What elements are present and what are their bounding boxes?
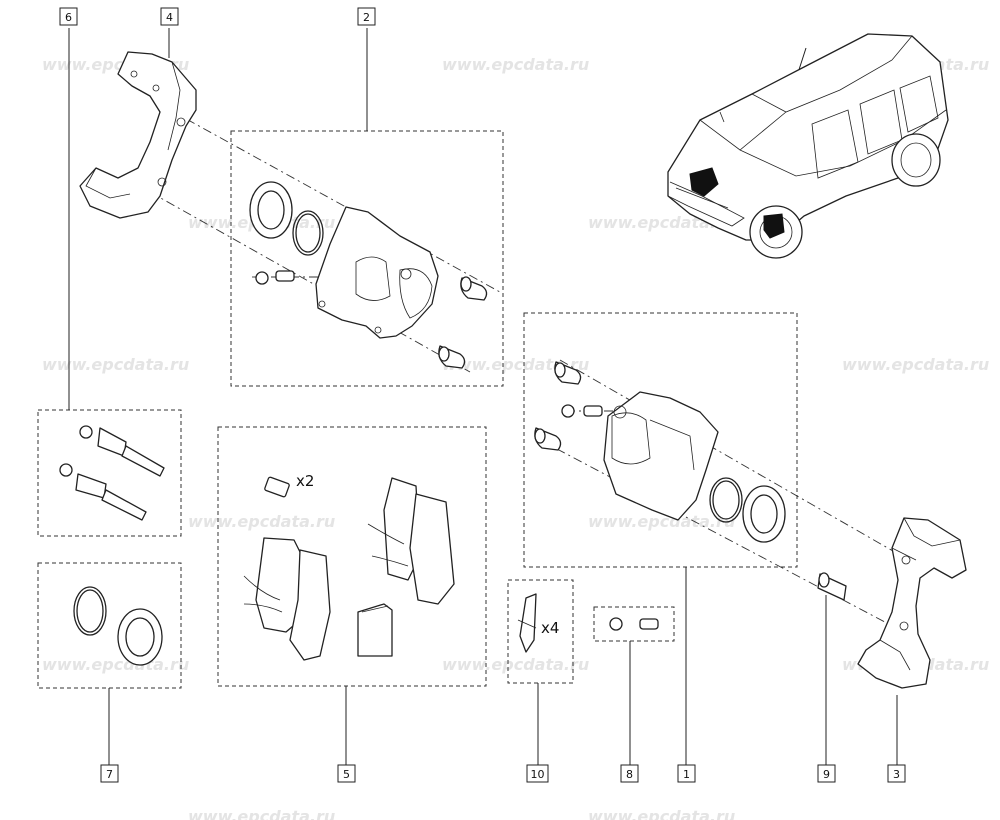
callout-number: 1 — [683, 768, 690, 781]
callout-box — [59, 7, 78, 26]
watermark: www.epcdata.ru — [588, 512, 735, 531]
bleeder-valve-kit — [609, 617, 659, 631]
callout-number: 3 — [893, 768, 900, 781]
watermark: www.epcdata.ru — [442, 355, 589, 374]
clip-quantity-label: x4 — [541, 619, 559, 637]
callout-number: 6 — [65, 11, 72, 24]
caliper-bracket-right — [857, 517, 967, 689]
watermark: www.epcdata.ru — [42, 655, 189, 674]
watermark: www.epcdata.ru — [442, 55, 589, 74]
caliper-bracket-left — [79, 51, 197, 219]
group-box-bleeder — [593, 606, 675, 642]
group-box-guide-pins — [37, 409, 182, 537]
callout-labels: 6 4 2 1 3 9 8 10 5 7 — [59, 7, 906, 783]
callout-box — [887, 764, 906, 783]
callout-number: 7 — [106, 768, 113, 781]
callout-number: 4 — [166, 11, 173, 24]
watermark: www.epcdata.ru — [188, 512, 335, 531]
callout-box — [100, 764, 119, 783]
callout-box — [817, 764, 836, 783]
callout-box — [677, 764, 696, 783]
callout-number: 9 — [823, 768, 830, 781]
guide-pin-kit — [59, 425, 165, 521]
callout-box — [620, 764, 639, 783]
seal-kit — [73, 586, 163, 666]
anti-rattle-clip: x4 — [517, 593, 559, 653]
callout-box — [337, 764, 356, 783]
group-box-caliper-right — [523, 312, 798, 568]
watermark: www.epcdata.ru — [588, 807, 735, 820]
callout-number: 2 — [363, 11, 370, 24]
caliper-assembly-right — [534, 361, 786, 543]
watermark: www.epcdata.ru — [42, 355, 189, 374]
leader-lines — [68, 28, 898, 765]
callout-box — [526, 764, 549, 783]
callout-box — [160, 7, 179, 26]
caliper-assembly-left — [249, 181, 488, 369]
callout-box — [357, 7, 376, 26]
group-box-brake-pads — [217, 426, 487, 687]
vehicle-illustration — [667, 33, 949, 259]
watermark: www.epcdata.ru — [442, 655, 589, 674]
brake-pad-set: x2 — [243, 472, 455, 661]
watermark: www.epcdata.ru — [842, 355, 989, 374]
callout-number: 5 — [343, 768, 350, 781]
watermark: www.epcdata.ru — [188, 807, 335, 820]
bolt-quantity-label: x2 — [296, 472, 314, 490]
caliper-bolt — [817, 572, 847, 601]
callout-number: 8 — [626, 768, 633, 781]
callout-number: 10 — [531, 768, 545, 781]
